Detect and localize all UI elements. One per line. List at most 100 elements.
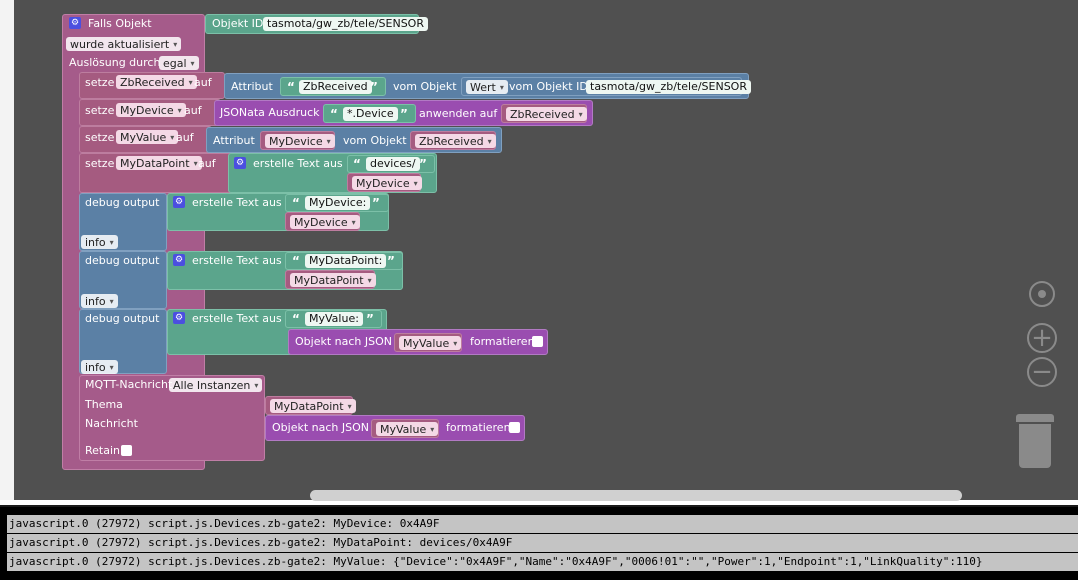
instance-dropdown[interactable]: Alle Instanzen▾ — [169, 378, 263, 392]
auf-label: auf — [176, 131, 194, 144]
var-dropdown-zbreceived[interactable]: ZbReceived▾ — [116, 75, 197, 89]
trigger-mode-dropdown[interactable]: wurde aktualisiert▾ — [66, 37, 182, 51]
zoom-out-icon[interactable]: − — [1027, 357, 1057, 387]
chevron-down-icon: ▾ — [413, 178, 418, 188]
gear-icon[interactable]: ⚙ — [69, 17, 81, 29]
chevron-down-icon: ▾ — [177, 105, 182, 115]
close-quote-icon: ” — [400, 107, 408, 121]
gear-icon[interactable]: ⚙ — [173, 254, 185, 266]
log-level-dropdown-1[interactable]: info▾ — [81, 235, 118, 249]
var-dropdown-myvalue-2[interactable]: MyValue▾ — [399, 336, 462, 350]
var-value: MyDevice — [356, 176, 410, 190]
text-field-mydevice[interactable]: MyDevice: — [305, 196, 371, 210]
zoom-in-icon[interactable]: + — [1027, 323, 1057, 353]
gear-icon[interactable]: ⚙ — [234, 157, 246, 169]
chevron-down-icon: ▾ — [109, 296, 114, 306]
text-field-devices[interactable]: devices/ — [366, 157, 420, 171]
mqtt-title: MQTT-Nachricht — [85, 378, 173, 391]
anwenden-label: anwenden auf — [419, 107, 498, 120]
erstelle-text-label: erstelle Text aus — [192, 254, 282, 267]
gear-icon[interactable]: ⚙ — [173, 196, 185, 208]
vom-objekt-id-label: vom Objekt ID — [509, 80, 588, 93]
log-level-dropdown-2[interactable]: info▾ — [81, 294, 118, 308]
var-value: MyDataPoint — [120, 156, 190, 170]
thema-var-dropdown[interactable]: MyDataPoint▾ — [270, 399, 356, 413]
chevron-down-icon: ▾ — [326, 136, 331, 146]
event-title: Falls Objekt — [88, 17, 152, 30]
setze-label: setze — [85, 131, 115, 144]
close-quote-icon: ” — [370, 80, 378, 94]
vom-objekt-label: vom Objekt — [343, 134, 407, 147]
open-quote-icon: “ — [292, 254, 300, 268]
ausloesung-value: egal — [163, 56, 187, 70]
var-dropdown-mydatapoint-2[interactable]: MyDataPoint▾ — [290, 273, 376, 287]
open-quote-icon: “ — [292, 312, 300, 326]
log-level-dropdown-3[interactable]: info▾ — [81, 360, 118, 374]
instance-value: Alle Instanzen — [173, 378, 251, 392]
var-value: MyDataPoint — [274, 399, 344, 413]
formatieren-checkbox-1[interactable] — [532, 336, 543, 347]
erstelle-text-label: erstelle Text aus — [192, 312, 282, 325]
chevron-down-icon: ▾ — [109, 362, 114, 372]
chevron-down-icon: ▾ — [173, 39, 178, 49]
chevron-down-icon: ▾ — [109, 237, 114, 247]
trash-icon[interactable] — [1016, 414, 1054, 470]
chevron-down-icon: ▾ — [351, 217, 356, 227]
text-field-mydatapoint[interactable]: MyDataPoint: — [305, 254, 387, 268]
chevron-down-icon: ▾ — [188, 77, 193, 87]
objekt-id-label: Objekt ID — [212, 17, 264, 30]
open-quote-icon: “ — [292, 196, 300, 210]
setze-label: setze — [85, 76, 115, 89]
var-dropdown-mydatapoint[interactable]: MyDataPoint▾ — [116, 156, 202, 170]
horizontal-scrollbar[interactable] — [310, 490, 962, 501]
var-value: MyDataPoint — [294, 273, 364, 287]
text-field-zbreceived[interactable]: ZbReceived — [299, 80, 372, 94]
var-dropdown-mydevice-2[interactable]: MyDevice▾ — [265, 134, 335, 148]
var-dropdown-myvalue[interactable]: MyValue▾ — [116, 130, 179, 144]
formatieren-checkbox-2[interactable] — [509, 422, 520, 433]
chevron-down-icon: ▾ — [190, 58, 195, 68]
gear-icon[interactable]: ⚙ — [173, 312, 185, 324]
recenter-icon[interactable] — [1029, 281, 1055, 307]
var-dropdown-mydevice-4[interactable]: MyDevice▾ — [290, 215, 360, 229]
var-dropdown-mydevice[interactable]: MyDevice▾ — [116, 103, 186, 117]
expression-field[interactable]: *.Device — [343, 107, 398, 121]
left-strip — [0, 0, 14, 500]
blockly-workspace[interactable]: ⚙ Falls Objekt Objekt ID tasmota/gw_zb/t… — [14, 0, 1078, 500]
chevron-down-icon: ▾ — [170, 132, 175, 142]
erstelle-text-label: erstelle Text aus — [192, 196, 282, 209]
var-value: MyDevice — [120, 103, 174, 117]
nachricht-var-dropdown[interactable]: MyValue▾ — [376, 422, 439, 436]
formatieren-label: formatieren — [446, 421, 511, 434]
open-quote-icon: “ — [353, 157, 361, 171]
thema-label: Thema — [85, 398, 123, 411]
var-dropdown-zbreceived-3[interactable]: ZbReceived▾ — [415, 134, 496, 148]
ausloesung-dropdown[interactable]: egal▾ — [159, 56, 199, 70]
formatieren-label: formatieren — [470, 335, 535, 348]
var-value: MyValue — [403, 336, 450, 350]
wert-dropdown[interactable]: Wert▾ — [466, 80, 508, 94]
log-level-value: info — [85, 294, 106, 308]
text-field-myvalue[interactable]: MyValue: — [305, 312, 363, 326]
var-dropdown-zbreceived-2[interactable]: ZbReceived▾ — [506, 107, 587, 121]
attribut-label: Attribut — [231, 80, 273, 93]
objekt-id-field-2[interactable]: tasmota/gw_zb/tele/SENSOR — [586, 80, 751, 94]
debug-label: debug output — [85, 196, 160, 209]
trigger-mode-value: wurde aktualisiert — [70, 37, 170, 51]
var-value: ZbReceived — [419, 134, 484, 148]
close-quote-icon: ” — [366, 312, 374, 326]
jsonata-label: JSONata Ausdruck — [220, 106, 320, 119]
retain-checkbox[interactable] — [121, 445, 132, 456]
var-value: MyDevice — [269, 134, 323, 148]
attribut-label: Attribut — [213, 134, 255, 147]
close-quote-icon: ” — [387, 254, 395, 268]
close-quote-icon: ” — [372, 196, 380, 210]
var-dropdown-mydevice-3[interactable]: MyDevice▾ — [352, 176, 422, 190]
debug-output-block-2[interactable] — [79, 251, 167, 309]
var-value: MyDevice — [294, 215, 348, 229]
objekt-id-field[interactable]: tasmota/gw_zb/tele/SENSOR — [263, 17, 428, 31]
auf-label: auf — [184, 104, 202, 117]
setze-label: setze — [85, 104, 115, 117]
trash-body — [1019, 424, 1051, 468]
recenter-dot — [1038, 290, 1046, 298]
